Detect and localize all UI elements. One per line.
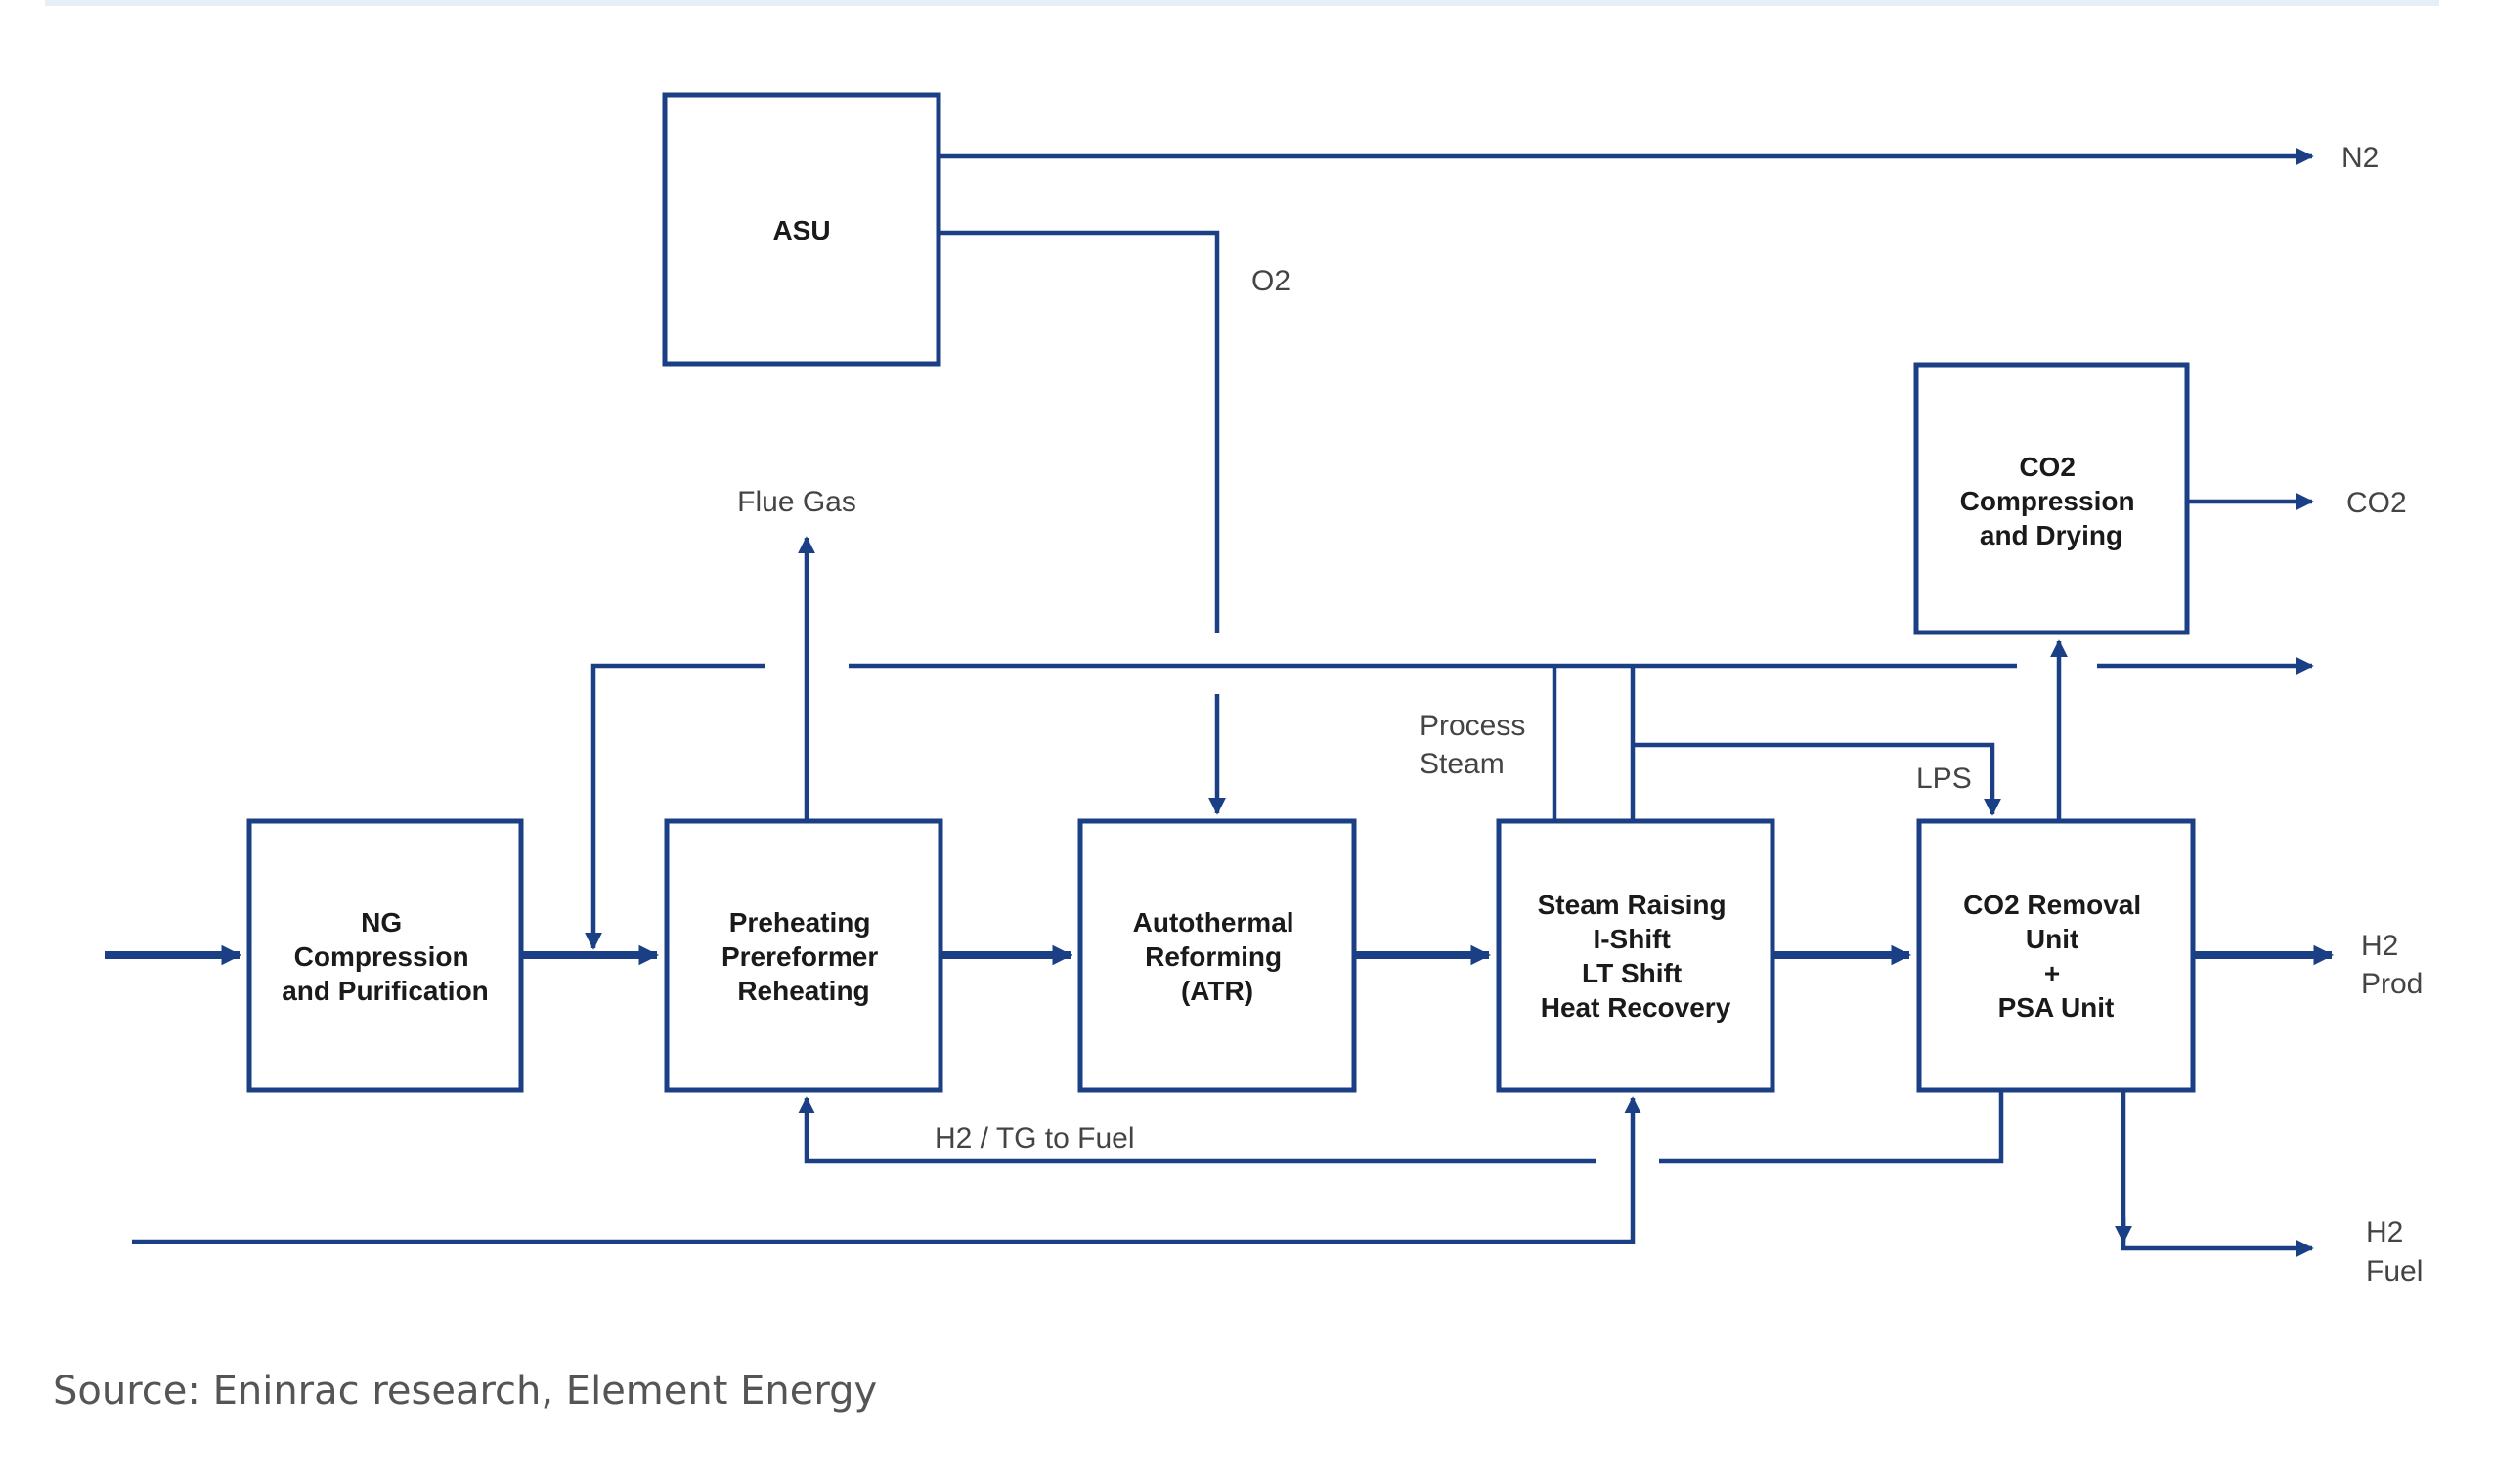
- h2-tg-fuel-arrow: [798, 1096, 1596, 1164]
- asu-label: ASU: [772, 215, 830, 245]
- lps-label: LPS: [1916, 763, 1972, 795]
- asu-box: [662, 92, 941, 367]
- co2-removal-label: CO2 Removal Unit + PSA Unit: [1963, 890, 2149, 1023]
- steam-raising-box: [1496, 818, 1775, 1093]
- h2-fuel-label: H2 Fuel: [2366, 1216, 2423, 1288]
- h2-fuel-arrow: [2121, 1090, 2314, 1257]
- flue-gas-label: Flue Gas: [737, 486, 856, 518]
- co2-compression-box: [1913, 362, 2190, 635]
- steam-raising-label: Steam Raising I-Shift LT Shift Heat Reco…: [1538, 890, 1734, 1023]
- top-divider: [45, 0, 2439, 6]
- preheating-label: Preheating Prereformer Reheating: [722, 907, 886, 1006]
- o2-label: O2: [1251, 265, 1290, 297]
- tg-return-line: [1659, 1090, 2004, 1164]
- h2-prod-label: H2 Prod: [2361, 930, 2423, 1000]
- o2-line-upper: [939, 230, 1220, 633]
- co2-removal-box: [1916, 818, 2196, 1093]
- ng-compression-box: [246, 818, 524, 1093]
- bottom-feed-arrow: [132, 1096, 1641, 1244]
- h2-tg-fuel-label: H2 / TG to Fuel: [935, 1122, 1135, 1155]
- ng-compression-label: NG Compression and Purification: [282, 907, 489, 1006]
- atr-label: Autothermal Reforming (ATR): [1133, 907, 1302, 1006]
- lps-arrow: [1633, 742, 2001, 816]
- source-caption: Source: Eninrac research, Element Energy: [53, 1369, 878, 1414]
- co2-compression-label: CO2 Compression and Drying: [1960, 452, 2143, 550]
- n2-label: N2: [2341, 142, 2379, 174]
- steam-to-feed-arrow: [585, 663, 765, 950]
- co2-output-label: CO2: [2346, 487, 2407, 519]
- atr-box: [1077, 818, 1357, 1093]
- process-steam-label: Process Steam: [1420, 710, 1534, 780]
